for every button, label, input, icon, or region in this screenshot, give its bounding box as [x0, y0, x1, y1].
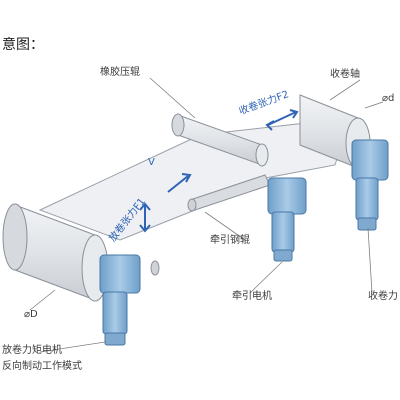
- leader-lines: [29, 77, 384, 353]
- winding-motor-label: 收卷力: [368, 291, 398, 302]
- traction-motor: [267, 177, 307, 262]
- diameter-large-label: ⌀D: [24, 309, 38, 320]
- tension-f2-arrow-icon: [265, 109, 299, 131]
- unwind-motor-label: 放卷力矩电机: [2, 345, 62, 356]
- traction-steel-roller: [187, 174, 271, 212]
- diameter-small-label: ⌀d: [382, 93, 395, 104]
- unwind-roll: [2, 203, 109, 302]
- traction-motor-label: 牵引电机: [232, 291, 272, 302]
- speed-arrow-icon: [167, 173, 192, 193]
- rubber-pressure-roller: [171, 113, 269, 167]
- speed-label: V: [148, 157, 155, 168]
- rubber-roller-label: 橡胶压辊: [100, 67, 140, 78]
- winding-motor: [351, 139, 389, 231]
- winding-shaft-label: 收卷轴: [330, 69, 360, 80]
- unwind-torque-motor: [99, 254, 141, 346]
- tension-f1-arrow-icon: [139, 202, 151, 233]
- traction-roller-label: 牵引钢辊: [210, 235, 250, 246]
- unwind-mode-label: 反向制动工作模式: [2, 361, 82, 372]
- guide-roller: [150, 260, 160, 276]
- page-title: 意图：: [2, 37, 44, 53]
